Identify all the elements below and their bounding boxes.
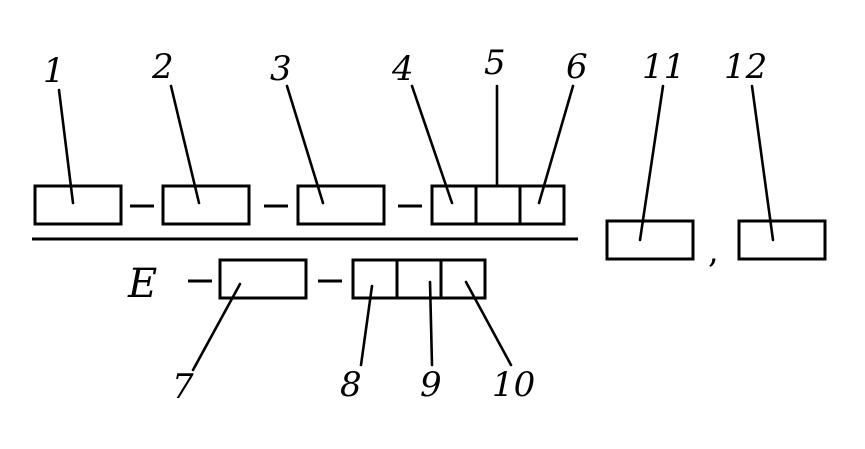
leader-8 xyxy=(359,284,374,367)
label-3: 3 xyxy=(270,49,292,89)
label-2: 2 xyxy=(151,47,174,87)
field-box-12 xyxy=(737,219,827,261)
field-box-2 xyxy=(161,184,251,226)
leader-6 xyxy=(537,84,575,205)
label-9: 9 xyxy=(420,365,442,405)
field-box-1 xyxy=(33,184,123,226)
label-11: 11 xyxy=(642,47,685,87)
leader-1 xyxy=(57,88,75,205)
label-8: 8 xyxy=(340,365,362,405)
comma-separator: , xyxy=(708,231,719,271)
leader-7 xyxy=(191,282,242,372)
leader-11 xyxy=(638,84,665,242)
label-1: 1 xyxy=(43,51,65,91)
field-box-7 xyxy=(218,258,308,300)
field-box-8-9-10 xyxy=(351,258,487,300)
field-box-3 xyxy=(296,184,386,226)
leader-9 xyxy=(428,280,434,367)
leader-3 xyxy=(285,84,325,205)
leader-10 xyxy=(464,280,513,367)
field-box-11 xyxy=(605,219,695,261)
label-10: 10 xyxy=(492,365,535,405)
leader-2 xyxy=(169,84,201,205)
leader-12 xyxy=(750,84,775,242)
label-4: 4 xyxy=(391,49,414,89)
field-box-4-5-6 xyxy=(430,184,566,226)
letter-e: E xyxy=(127,261,157,307)
leader-4 xyxy=(410,84,454,205)
label-6: 6 xyxy=(566,47,588,87)
label-12: 12 xyxy=(724,47,767,87)
label-7: 7 xyxy=(172,367,194,407)
label-5: 5 xyxy=(484,43,506,83)
